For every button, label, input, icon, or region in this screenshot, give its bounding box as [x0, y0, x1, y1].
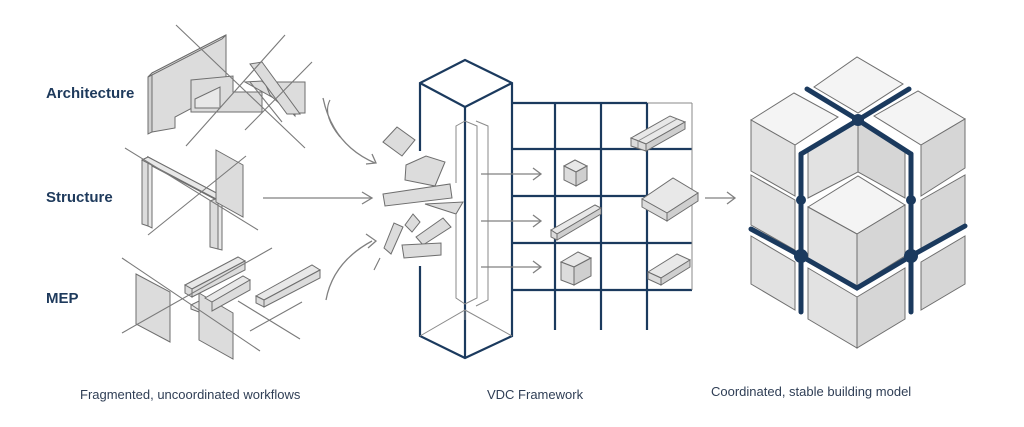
- caption-coordinated: Coordinated, stable building model: [711, 384, 912, 399]
- connector-node: [794, 249, 808, 263]
- connector-node: [904, 249, 918, 263]
- connector-node: [796, 195, 806, 205]
- row-label-mep: MEP: [46, 290, 79, 307]
- structure-fragments: [124, 147, 374, 251]
- coordinated-model: [748, 56, 968, 349]
- architecture-fragments: [147, 24, 341, 149]
- row-label-architecture: Architecture: [46, 85, 135, 102]
- caption-vdc-framework: VDC Framework: [487, 387, 584, 402]
- vdc-tower: [418, 58, 514, 360]
- vdc-grid: [481, 101, 737, 330]
- connector-node: [852, 114, 864, 126]
- mep-fragments: [121, 97, 378, 360]
- scattered-pieces: [373, 126, 464, 271]
- row-label-structure: Structure: [46, 189, 113, 206]
- caption-fragmented: Fragmented, uncoordinated workflows: [80, 387, 301, 402]
- connector-node: [906, 195, 916, 205]
